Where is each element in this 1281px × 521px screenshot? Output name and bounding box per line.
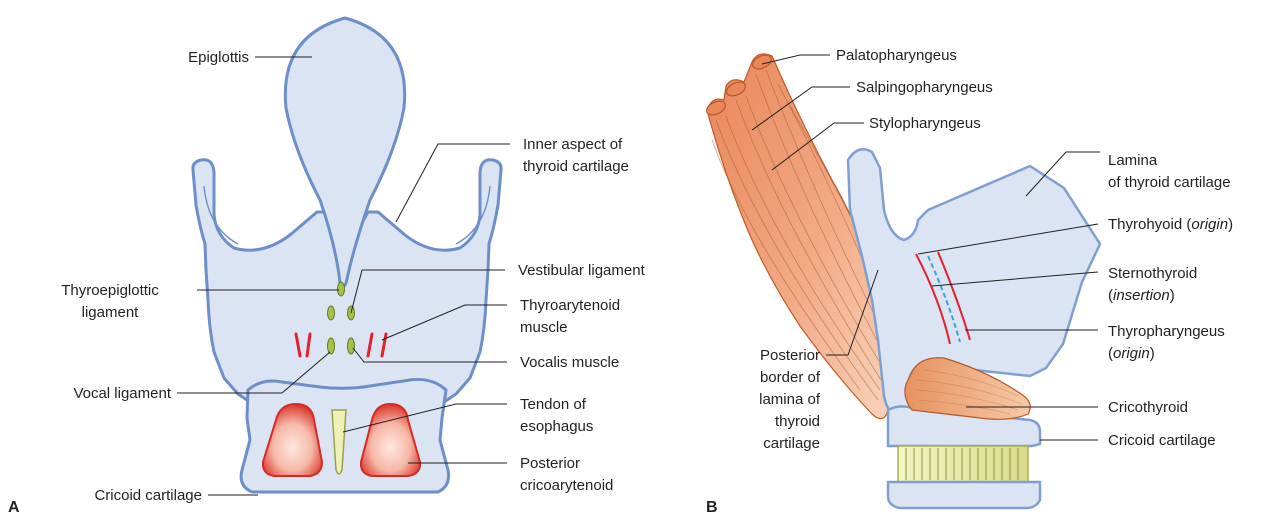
label-tendon-line1: Tendon of	[520, 396, 587, 413]
label-thyroepiglottic-line2: ligament	[82, 304, 140, 321]
label-salpingopharyngeus: Salpingopharyngeus	[856, 79, 993, 96]
label-sternothyroid-line2: (insertion)	[1108, 287, 1175, 304]
label-thyroarytenoid-line2: muscle	[520, 319, 568, 336]
label-vestibular-ligament: Vestibular ligament	[518, 262, 646, 279]
label-cricothyroid: Cricothyroid	[1108, 399, 1188, 416]
label-thyropharyngeus-line2: (origin)	[1108, 345, 1155, 362]
label-thyropharyngeus: Thyropharyngeus	[1108, 323, 1225, 340]
label-tendon-line2: esophagus	[520, 418, 593, 435]
label-thyroepiglottic-line1: Thyroepiglottic	[61, 282, 159, 299]
label-posterior-border-line1: Posterior	[760, 347, 820, 364]
label-posterior-border-line4: thyroid	[775, 413, 820, 430]
panel-a-drawing	[193, 18, 501, 492]
vocal-ligament-left	[328, 338, 335, 354]
label-sternothyroid: Sternothyroid	[1108, 265, 1197, 282]
panel-label-a: A	[8, 499, 20, 516]
label-stylopharyngeus: Stylopharyngeus	[869, 115, 981, 132]
vocal-ligament-right	[348, 338, 355, 354]
label-lamina-line1: Lamina	[1108, 152, 1158, 169]
label-epiglottis: Epiglottis	[188, 49, 249, 66]
label-vocal-ligament: Vocal ligament	[73, 385, 171, 402]
label-posterior-ca-line1: Posterior	[520, 455, 580, 472]
label-inner-aspect-line1: Inner aspect of	[523, 136, 623, 153]
thyroepiglottic-ligament	[338, 282, 345, 296]
trachea	[898, 446, 1028, 482]
label-thyrohyoid: Thyrohyoid (origin)	[1108, 216, 1233, 233]
vestibular-ligament-left	[328, 306, 335, 320]
label-posterior-border-line2: border of	[760, 369, 821, 386]
label-inner-aspect-line2: thyroid cartilage	[523, 158, 629, 175]
label-posterior-ca-line2: cricoarytenoid	[520, 477, 613, 494]
label-cricoid-cartilage-b: Cricoid cartilage	[1108, 432, 1216, 449]
label-posterior-border-line5: cartilage	[763, 435, 820, 452]
label-posterior-border-line3: lamina of	[759, 391, 821, 408]
panel-label-b: B	[706, 499, 718, 516]
label-vocalis-muscle: Vocalis muscle	[520, 354, 619, 371]
tracheal-ring-lower	[888, 482, 1040, 508]
label-lamina-line2: of thyroid cartilage	[1108, 174, 1231, 191]
label-cricoid-cartilage-a: Cricoid cartilage	[94, 487, 202, 504]
label-palatopharyngeus: Palatopharyngeus	[836, 47, 957, 64]
label-thyroarytenoid-line1: Thyroarytenoid	[520, 297, 620, 314]
